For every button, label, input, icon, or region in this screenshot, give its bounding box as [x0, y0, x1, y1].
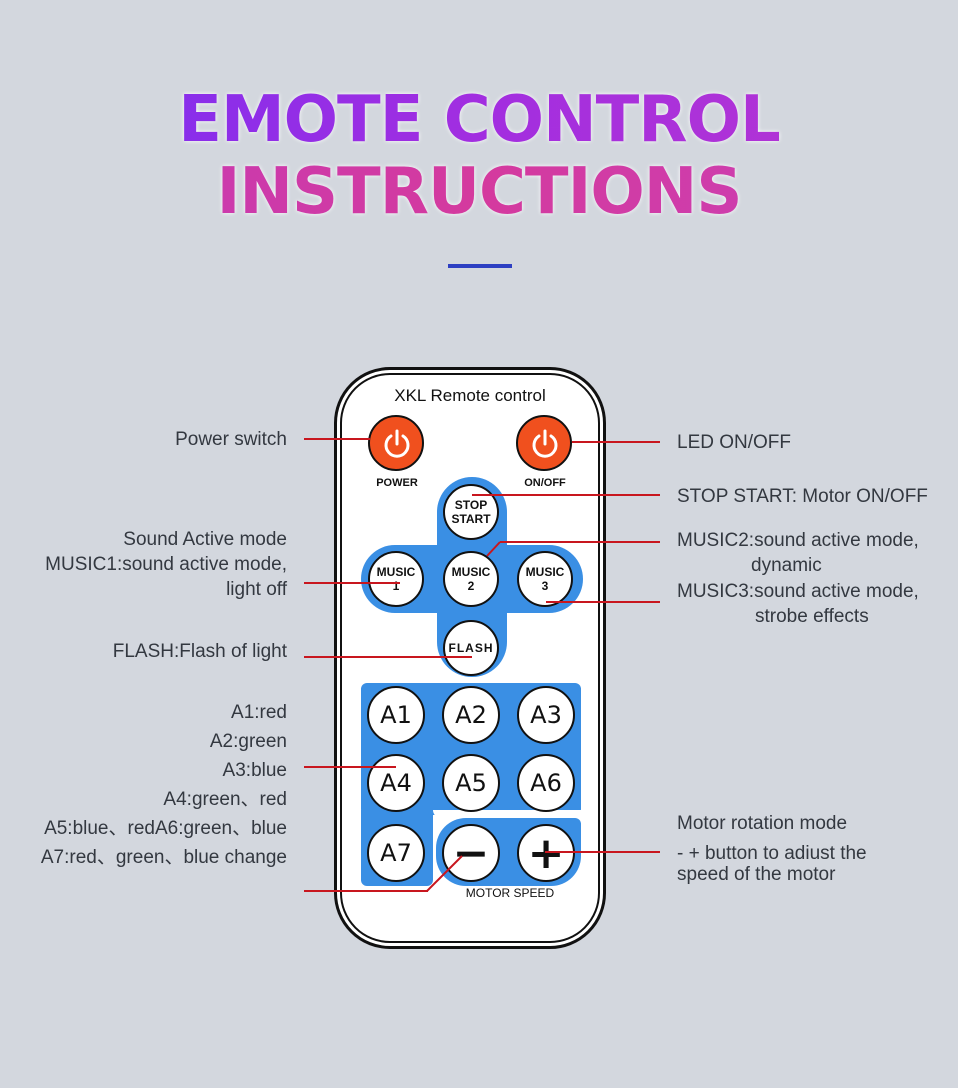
title-divider — [448, 264, 512, 268]
music1-button-label: MUSIC 1 — [376, 565, 416, 593]
pointer-music1 — [304, 582, 400, 584]
label-music2-line2: dynamic — [751, 555, 822, 576]
plus-icon: + — [527, 827, 565, 879]
stop-start-button[interactable]: STOP START — [443, 484, 499, 540]
motor-speed-minus-button[interactable]: − — [442, 824, 500, 882]
label-a1: A1:red — [231, 702, 287, 723]
page-title-line-2: INSTRUCTIONS — [0, 155, 958, 229]
a6-button-label: A6 — [530, 769, 562, 797]
flash-button[interactable]: FLASH — [443, 620, 499, 676]
power-icon — [532, 429, 558, 458]
label-motor-desc-line2: speed of the motor — [677, 864, 836, 885]
label-a3: A3:blue — [222, 760, 287, 781]
a1-button-label: A1 — [380, 701, 412, 729]
pointer-led — [572, 441, 660, 443]
label-music2-line1: MUSIC2:sound active mode, — [677, 530, 919, 551]
power-icon — [384, 429, 410, 458]
led-onoff-button-label: ON/OFF — [524, 477, 566, 489]
led-onoff-button[interactable] — [516, 415, 572, 471]
label-music1-line2: light off — [226, 579, 287, 600]
label-sound-active: Sound Active mode — [123, 529, 287, 550]
a5-button-label: A5 — [455, 769, 487, 797]
page-title-line-1: EMOTE CONTROL — [0, 83, 958, 157]
music1-button[interactable]: MUSIC 1 — [368, 551, 424, 607]
a6-button[interactable]: A6 — [517, 754, 575, 812]
label-a5-a6: A5:blue、redA6:green、blue — [44, 818, 287, 839]
a5-button[interactable]: A5 — [442, 754, 500, 812]
label-flash: FLASH:Flash of light — [112, 641, 287, 662]
a7-button-label: A7 — [380, 839, 412, 867]
minus-icon: − — [452, 827, 490, 879]
music3-button-label: MUSIC 3 — [525, 565, 565, 593]
motor-speed-label: MOTOR SPEED — [465, 886, 555, 900]
remote-inner-outline — [340, 373, 600, 943]
label-motor-title: Motor rotation mode — [677, 813, 848, 834]
a4-button[interactable]: A4 — [367, 754, 425, 812]
pad-gap — [433, 810, 581, 818]
label-a7: A7:red、green、blue change — [40, 847, 287, 868]
remote-title: XKL Remote control — [394, 386, 546, 405]
music3-button[interactable]: MUSIC 3 — [517, 551, 573, 607]
power-button[interactable] — [368, 415, 424, 471]
pointer-motor-speed — [545, 851, 660, 853]
a4-button-label: A4 — [380, 769, 412, 797]
pointer-a-buttons — [304, 766, 396, 768]
motor-speed-plus-button[interactable]: + — [517, 824, 575, 882]
label-a2: A2:green — [209, 731, 287, 752]
a7-button[interactable]: A7 — [367, 824, 425, 882]
label-led-onoff: LED ON/OFF — [677, 432, 792, 453]
label-music3-line1: MUSIC3:sound active mode, — [677, 581, 919, 602]
music2-button-label: MUSIC 2 — [451, 565, 491, 593]
pointer-music3 — [546, 601, 660, 603]
music2-button[interactable]: MUSIC 2 — [443, 551, 499, 607]
pointer-power — [304, 438, 370, 440]
power-button-label: POWER — [376, 477, 418, 489]
flash-button-label: FLASH — [448, 641, 494, 655]
a1-button[interactable]: A1 — [367, 686, 425, 744]
pointer-minus-horizontal — [304, 890, 428, 892]
a2-button-label: A2 — [455, 701, 487, 729]
pointer-music2 — [500, 541, 660, 543]
label-music3-line2: strobe effects — [755, 606, 869, 627]
pointer-stop-start — [472, 494, 660, 496]
label-music1-line1: MUSIC1:sound active mode, — [45, 554, 287, 575]
pointer-flash — [304, 656, 472, 658]
label-power-switch: Power switch — [175, 429, 287, 450]
label-a4: A4:green、red — [163, 789, 287, 810]
label-motor-desc-line1: - + button to adiust the — [677, 843, 867, 864]
label-stop-start: STOP START: Motor ON/OFF — [677, 486, 928, 507]
a2-button[interactable]: A2 — [442, 686, 500, 744]
a3-button-label: A3 — [530, 701, 562, 729]
stop-start-button-label: STOP START — [451, 498, 491, 526]
a3-button[interactable]: A3 — [517, 686, 575, 744]
